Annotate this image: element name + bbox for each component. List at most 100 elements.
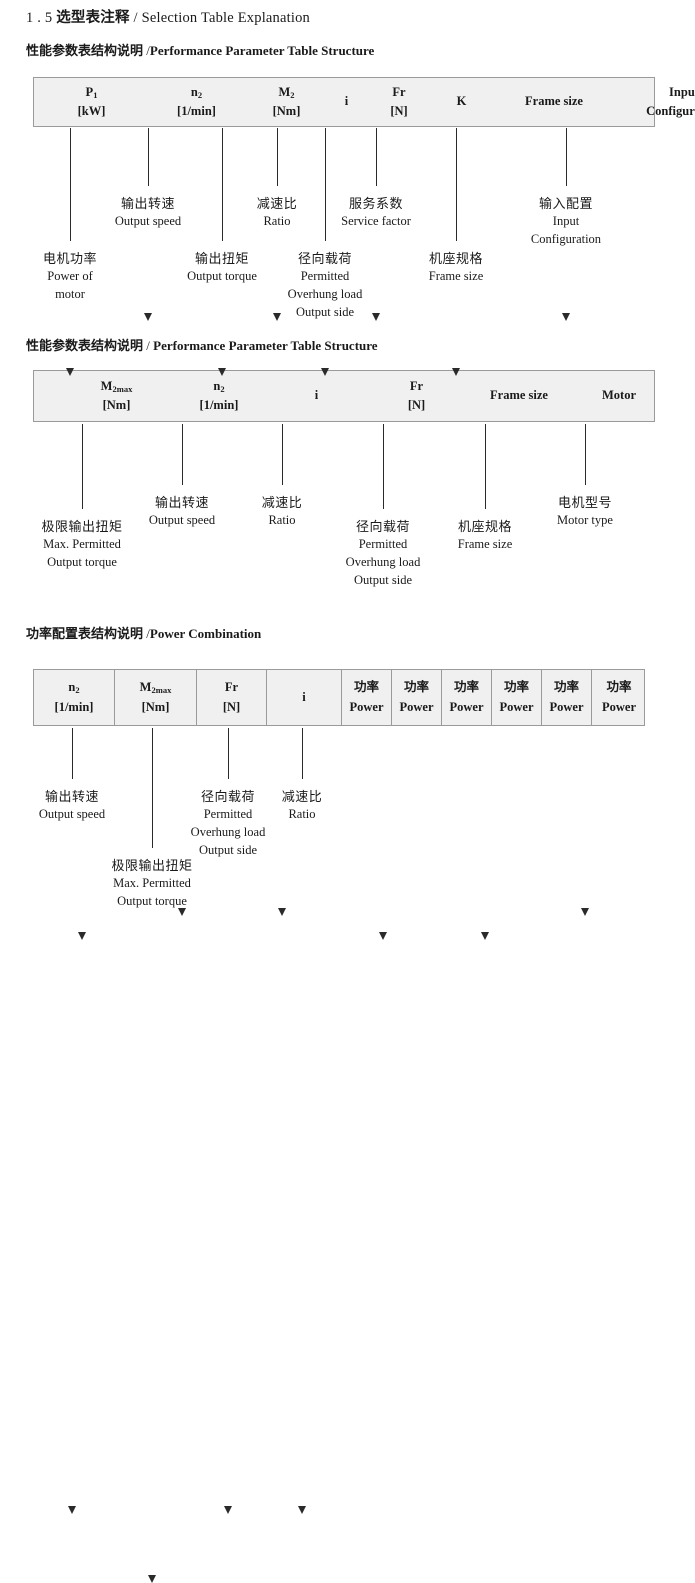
table-header-unit: [Nm] [141, 699, 170, 714]
arrow-head [277, 908, 286, 916]
arrow-shaft [584, 424, 586, 485]
table-header-unit: Power [549, 699, 584, 714]
section-number: 1 . 5 [26, 10, 53, 26]
arrow-shaft [276, 128, 278, 186]
down-arrow-icon [147, 728, 158, 1583]
table-header-cell: Fr[N] [349, 371, 484, 421]
table-header-cell: n2[1/min] [144, 78, 249, 126]
arrow-shaft [151, 728, 153, 848]
section-heading-3: 功率配置表结构说明 /Power Combination [26, 623, 261, 642]
table-header-cell: 功率 Power [341, 670, 391, 725]
section-heading-2-sep: / [146, 338, 150, 353]
annotation-label-cn: 电机型号 [557, 495, 612, 510]
arrow-shaft [81, 424, 83, 509]
down-arrow-icon [480, 424, 491, 940]
table-header-unit: Power [349, 699, 384, 714]
arrow-head [371, 313, 380, 321]
annotation-label-cn: 极限输出扭矩 [41, 519, 123, 534]
table-header-symbol: P1 [85, 84, 98, 100]
arrow-head [147, 1575, 156, 1583]
table-header-unit: Power [399, 699, 434, 714]
annotation-label: 机座规格 Frame size [429, 250, 484, 286]
table-header-cell: Motor [549, 371, 689, 421]
down-arrow-icon [320, 128, 331, 376]
down-arrow-icon [297, 728, 308, 1514]
table-header-symbol: i [344, 94, 349, 109]
section-heading-3-sep: / [146, 626, 150, 641]
annotation-label-cn: 减速比 [281, 789, 323, 804]
table-header-symbol: 功率 [353, 680, 379, 695]
down-arrow-icon [67, 728, 78, 1514]
annotation-label-en: Overhung load [287, 287, 363, 302]
table-header-cell: M2max[Nm] [114, 670, 196, 725]
arrow-shaft [69, 128, 71, 241]
table-header-symbol: Motor [601, 388, 636, 403]
section-heading-1-en: Performance Parameter Table Structure [149, 43, 375, 58]
section-heading-2-cn: 性能参数表结构说明 [26, 338, 144, 353]
table-header-symbol: 功率 [503, 680, 529, 695]
down-arrow-icon [223, 728, 234, 1514]
table-header-symbol: M2max [100, 378, 133, 394]
annotation-label-cn: 服务系数 [348, 196, 404, 211]
arrow-head [378, 932, 387, 940]
annotation-label-en: Output speed [148, 513, 216, 528]
table-header-cell: i [266, 670, 341, 725]
arrow-head [561, 313, 570, 321]
annotation-label-cn: 输出扭矩 [194, 251, 250, 266]
annotation-label-en: Input [552, 214, 580, 229]
annotation-label-en: Output side [296, 304, 354, 319]
annotation-label-en: Output torque [117, 894, 187, 909]
table-header-unit: [1/min] [54, 699, 94, 714]
annotation-label-en: Ratio [288, 807, 316, 822]
annotation-label-cn: 输出转速 [120, 196, 175, 211]
annotation-label: 输出转速 Output speed [149, 494, 215, 530]
down-arrow-icon [217, 128, 228, 376]
table-header-symbol: Fr [392, 84, 406, 99]
table-header-unit: [N] [390, 104, 408, 118]
down-arrow-icon [451, 128, 462, 376]
annotation-label-en: Max. Permitted [113, 876, 191, 891]
table-header-symbol: 功率 [553, 680, 579, 695]
table-header-unit: [1/min] [199, 398, 239, 412]
section-heading-2-en: Performance Parameter Table Structure [153, 338, 378, 353]
title-separator: / [133, 10, 138, 26]
annotation-label-en: Frame size [428, 269, 484, 284]
table-header-unit: [N] [222, 699, 241, 714]
annotation-label-cn: 输入配置 [538, 196, 594, 211]
table-header-cell: 功率 Power [541, 670, 591, 725]
page-title-en: Selection Table Explanation [141, 10, 310, 26]
arrow-head [77, 932, 86, 940]
arrow-head [272, 313, 281, 321]
table-header-cell: i [249, 371, 384, 421]
table-header-cell: Frame size [494, 78, 614, 126]
arrow-shaft [375, 128, 377, 186]
section-heading-1-sep: / [146, 43, 150, 58]
annotation-label-en: Overhung load [190, 825, 266, 840]
annotation-label-cn: 机座规格 [457, 519, 512, 534]
annotation-label-cn: 输出转速 [154, 495, 209, 510]
annotation-label-en: Max. Permitted [43, 537, 121, 552]
arrow-shaft [484, 424, 486, 509]
table-header-cell: P1[kW] [39, 78, 144, 126]
page-title-cn: 选型表注释 [56, 10, 130, 26]
table-header-cell: Fr [N] [369, 78, 429, 126]
section-heading-1: 性能参数表结构说明 /Performance Parameter Table S… [26, 40, 374, 59]
arrow-head [143, 313, 152, 321]
table-header-cell: K [429, 78, 494, 126]
arrow-head [480, 932, 489, 940]
annotation-label-cn: 电机功率 [42, 251, 98, 266]
table-header-unit: Power [499, 699, 534, 714]
annotation-label-cn: 极限输出扭矩 [111, 858, 193, 873]
annotation-label-cn: 机座规格 [428, 251, 483, 266]
annotation-label-en: Output speed [114, 214, 182, 229]
